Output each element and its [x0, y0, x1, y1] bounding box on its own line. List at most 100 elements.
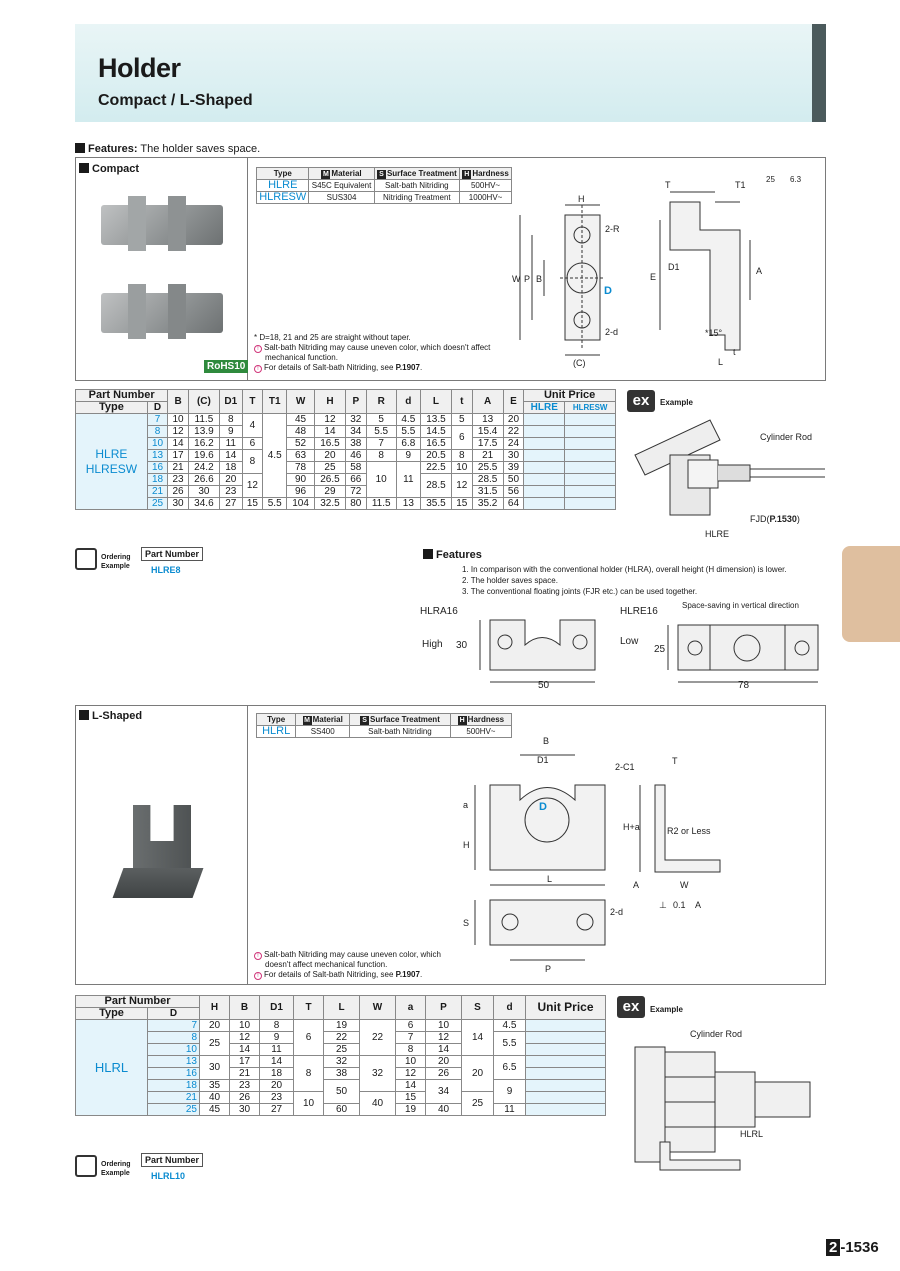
table-cell: 20.5 [419, 449, 453, 462]
table-cell: 8 [395, 1043, 426, 1056]
roughness-25: 25 [766, 175, 775, 184]
table-cell: 5.5 [262, 497, 288, 510]
table-cell: 20 [461, 1055, 494, 1092]
compact-title: Compact [79, 163, 139, 175]
table-cell: 17 [167, 449, 189, 462]
spec-type: HLRE [255, 179, 310, 192]
table-cell: 30 [199, 1055, 230, 1080]
dim-D1: D1 [668, 262, 680, 272]
datum-A: A [633, 880, 639, 890]
dim-t: t [733, 347, 736, 357]
dim-L: L [547, 874, 552, 884]
col-L: L [419, 389, 453, 414]
bullet-square-icon [75, 143, 85, 153]
table-cell: 5.5 [395, 425, 421, 438]
table-cell: 19 [323, 1019, 360, 1032]
table-cell: 14 [425, 1043, 462, 1056]
table-cell: 24.2 [187, 461, 220, 474]
ordering-part-number: HLRE8 [151, 565, 181, 575]
compact-section [75, 157, 826, 381]
table-cell: 11.5 [365, 497, 397, 510]
table-cell: 27 [259, 1103, 294, 1116]
price-cell [525, 1019, 606, 1032]
col-P: P [345, 389, 367, 414]
dim-H: H [578, 194, 585, 204]
d-cell: 10 [147, 1043, 200, 1056]
lshaped-section [75, 705, 826, 985]
table-cell: 21 [471, 449, 504, 462]
example-badge: ex [627, 390, 655, 412]
price-cell [564, 461, 616, 474]
table-cell: 45 [286, 413, 315, 426]
price-cell [523, 437, 566, 450]
table-cell: 8 [451, 449, 473, 462]
table-cell: 40 [359, 1091, 396, 1116]
table-cell: 14 [313, 425, 347, 438]
bullet-square-icon [423, 549, 433, 559]
price-cell [564, 497, 616, 510]
header-part-number: Part Number [75, 995, 200, 1008]
table-cell: 19.6 [187, 449, 220, 462]
table-cell: 15.4 [471, 425, 504, 438]
compact-notes: * D=18, 21 and 25 are straight without t… [254, 333, 491, 373]
table-cell: 34.6 [187, 497, 220, 510]
col-B: B [167, 389, 189, 414]
photo-detail [128, 196, 146, 251]
spec-material: SUS304 [308, 191, 375, 204]
table-cell: 14.5 [419, 425, 453, 438]
lshaped-notes: !Salt-bath Nitriding may cause uneven co… [254, 950, 441, 980]
table-cell: 5.5 [493, 1031, 526, 1056]
spec-hardness: 1000HV~ [459, 191, 512, 204]
table-cell: 30 [229, 1103, 260, 1116]
table-cell: 60 [323, 1103, 360, 1116]
price-cell [525, 1055, 606, 1068]
table-cell: 13.5 [419, 413, 453, 426]
table-cell: 6 [241, 437, 264, 450]
page-ref-link[interactable]: P.1907 [395, 363, 420, 372]
table-cell: 11 [395, 461, 421, 498]
compact-drawing: H 2-R W P B D 2-d (C) T T1 E D1 A *15° L… [512, 175, 802, 368]
table-cell: 16.5 [419, 437, 453, 450]
table-cell: 90 [286, 473, 315, 486]
d-cell: 13 [147, 1055, 200, 1068]
d-cell: 8 [147, 1031, 200, 1044]
table-cell: 16.2 [187, 437, 220, 450]
header-unit-price: Unit Price [525, 995, 606, 1020]
dim-C: (C) [573, 358, 586, 368]
dim-T1: T1 [735, 180, 746, 190]
price-cell [523, 473, 566, 486]
header-part-number: Part Number [74, 389, 169, 402]
bullet-square-icon [79, 163, 89, 173]
table-cell: 14 [229, 1043, 260, 1056]
table-cell: 4 [241, 413, 264, 438]
table-cell: 14 [167, 437, 189, 450]
dim-25: 25 [654, 644, 666, 655]
table-cell: 14 [395, 1079, 426, 1092]
table-cell: 23 [218, 485, 243, 498]
lshaped-title: L-Shaped [79, 710, 142, 722]
ordering-part-number: HLRL10 [151, 1171, 186, 1181]
table-cell: 9 [259, 1031, 294, 1044]
d-cell: 7 [147, 1019, 200, 1032]
col-T: T [293, 995, 324, 1020]
dim-P: P [524, 274, 530, 284]
dim-a: a [463, 800, 468, 810]
table-cell: 10 [229, 1019, 260, 1032]
page-subtitle: Compact / L-Shaped [98, 92, 253, 109]
dim-T: T [672, 756, 678, 766]
table-cell: 20 [218, 473, 243, 486]
dim-deg: *15° [705, 328, 723, 338]
table-cell: 50 [502, 473, 525, 486]
table-cell: 12 [313, 413, 347, 426]
col-A: A [471, 389, 504, 414]
photo-detail [168, 196, 186, 251]
features-line: Features: The holder saves space. [75, 143, 260, 155]
table-cell: 22 [323, 1031, 360, 1044]
table-cell: 8 [365, 449, 397, 462]
page-ref-link[interactable]: P.1907 [395, 970, 420, 979]
example-badge: ex [617, 996, 645, 1018]
dim-78: 78 [738, 680, 750, 690]
